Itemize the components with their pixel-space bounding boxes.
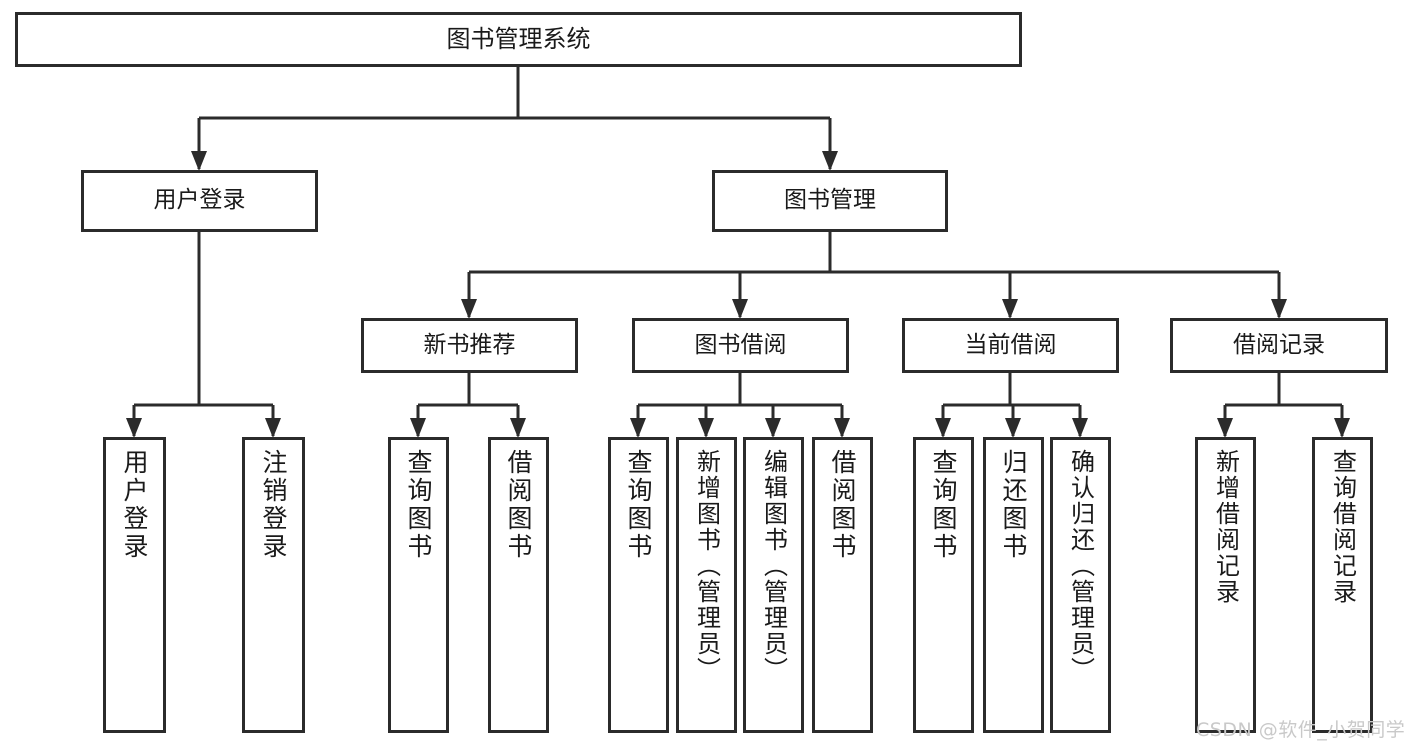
node-book-manage-label: 图书管理 xyxy=(784,187,876,214)
node-book-borrow-label: 图书借阅 xyxy=(694,331,787,358)
node-book-borrow[interactable]: 图书借阅 xyxy=(632,318,849,373)
csdn-watermark: CSDN @软件_小贺同学 xyxy=(1196,719,1405,741)
leaf-borrow-book-recommend[interactable]: 借阅图书 xyxy=(488,437,549,733)
leaf-query-book-current-label: 查询图书 xyxy=(929,449,958,561)
node-current-borrow-label: 当前借阅 xyxy=(964,331,1057,358)
leaf-logout[interactable]: 注销登录 xyxy=(242,437,305,733)
node-root-label: 图书管理系统 xyxy=(446,25,591,54)
leaf-return-book[interactable]: 归还图书 xyxy=(983,437,1044,733)
leaf-query-book-borrow[interactable]: 查询图书 xyxy=(608,437,669,733)
leaf-confirm-return[interactable]: 确认归还（管理员） xyxy=(1050,437,1111,733)
leaf-borrow-book-label: 借阅图书 xyxy=(828,449,857,561)
leaf-query-book-current[interactable]: 查询图书 xyxy=(913,437,974,733)
leaf-query-book-recommend[interactable]: 查询图书 xyxy=(388,437,449,733)
leaf-confirm-return-label: 确认归还（管理员） xyxy=(1066,449,1095,683)
leaf-edit-book[interactable]: 编辑图书（管理员） xyxy=(743,437,804,733)
leaf-query-borrow-record-label: 查询借阅记录 xyxy=(1328,449,1357,605)
leaf-add-borrow-record[interactable]: 新增借阅记录 xyxy=(1195,437,1256,733)
node-root[interactable]: 图书管理系统 xyxy=(15,12,1022,67)
node-book-manage[interactable]: 图书管理 xyxy=(712,170,948,232)
leaf-add-book-label: 新增图书（管理员） xyxy=(692,449,721,683)
node-borrow-record-label: 借阅记录 xyxy=(1233,331,1325,358)
node-user-login-label: 用户登录 xyxy=(153,187,246,214)
leaf-borrow-book-recommend-label: 借阅图书 xyxy=(504,449,533,561)
leaf-borrow-book[interactable]: 借阅图书 xyxy=(812,437,873,733)
node-current-borrow[interactable]: 当前借阅 xyxy=(902,318,1119,373)
leaf-return-book-label: 归还图书 xyxy=(999,449,1028,561)
node-new-book-recommend-label: 新书推荐 xyxy=(423,331,516,358)
node-new-book-recommend[interactable]: 新书推荐 xyxy=(361,318,578,373)
leaf-logout-label: 注销登录 xyxy=(259,449,288,561)
leaf-query-borrow-record[interactable]: 查询借阅记录 xyxy=(1312,437,1373,733)
leaf-query-book-borrow-label: 查询图书 xyxy=(624,449,653,561)
node-borrow-record[interactable]: 借阅记录 xyxy=(1170,318,1388,373)
node-user-login[interactable]: 用户登录 xyxy=(81,170,318,232)
leaf-user-login-label: 用户登录 xyxy=(120,449,149,561)
leaf-add-borrow-record-label: 新增借阅记录 xyxy=(1211,449,1240,605)
leaf-add-book[interactable]: 新增图书（管理员） xyxy=(676,437,737,733)
leaf-edit-book-label: 编辑图书（管理员） xyxy=(759,449,788,683)
leaf-query-book-recommend-label: 查询图书 xyxy=(404,449,433,561)
leaf-user-login[interactable]: 用户登录 xyxy=(103,437,166,733)
